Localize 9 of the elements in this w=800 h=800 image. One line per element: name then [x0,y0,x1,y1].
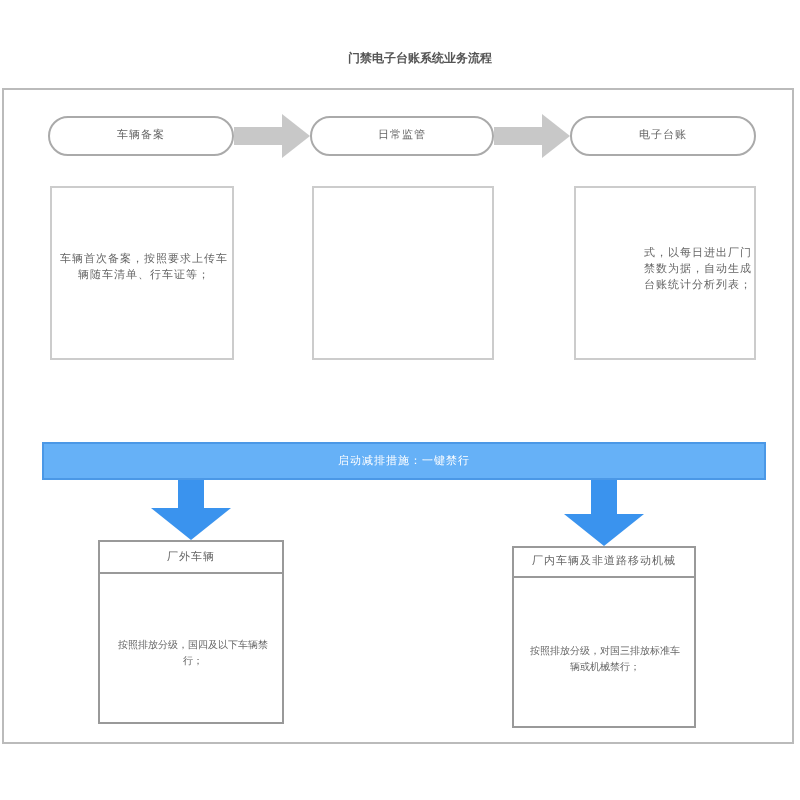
arrow [234,114,310,158]
description-box [574,186,756,360]
description-box [312,186,494,360]
arrow [494,114,570,158]
arrow [564,480,644,546]
category-card [512,546,696,728]
arrow [151,480,231,540]
category-card [98,540,284,724]
description-box [50,186,234,360]
